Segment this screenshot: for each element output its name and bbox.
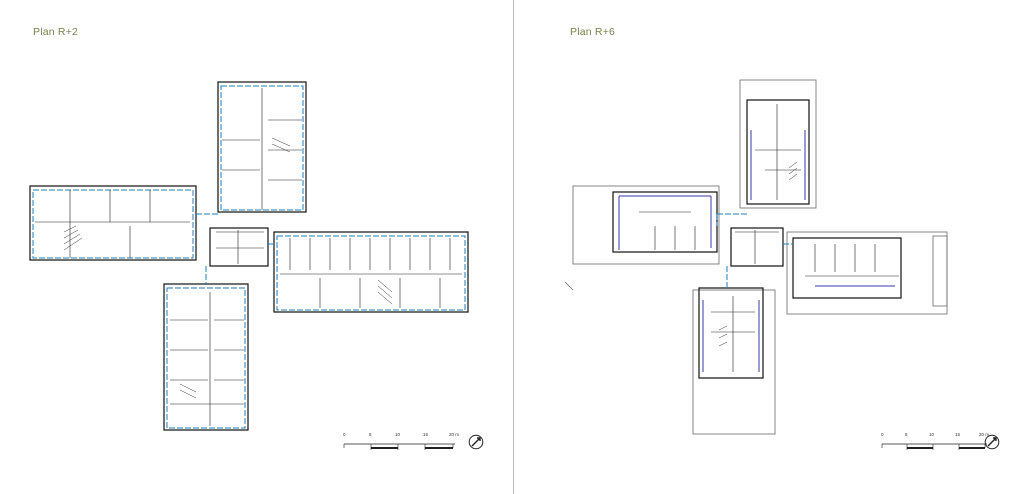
- core-block: [730, 227, 784, 267]
- scale-label: 15: [955, 432, 961, 437]
- scale-label: 20 m: [449, 432, 460, 437]
- scale-label: 0: [881, 432, 884, 437]
- scale-bar: 0 5 10 15 20 m: [881, 432, 1011, 454]
- north-arrow-icon: [468, 434, 484, 450]
- floor-plan-r6: [564, 79, 948, 435]
- center-core: [209, 227, 269, 267]
- panel-divider: [513, 0, 514, 494]
- scale-label: 0: [343, 432, 346, 437]
- scale-label: 5: [369, 432, 372, 437]
- north-wing: [217, 81, 307, 213]
- scale-label: 10: [929, 432, 935, 437]
- east-wing: [273, 231, 469, 313]
- west-wing: [29, 185, 197, 261]
- plan-panel-r6: Plan R+6: [515, 0, 1024, 494]
- east-block: [792, 237, 902, 299]
- south-block: [698, 287, 764, 379]
- west-block: [612, 191, 718, 253]
- plan-panel-r2: Plan R+2: [29, 26, 484, 454]
- plan-title: Plan R+6: [570, 26, 616, 38]
- south-wing: [163, 283, 249, 431]
- plan-title: Plan R+2: [33, 26, 79, 38]
- floor-plan-r2: [29, 81, 469, 431]
- north-arrow-icon: [984, 434, 1000, 450]
- scale-label: 5: [905, 432, 908, 437]
- scale-label: 10: [395, 432, 401, 437]
- scale-bar: 0 5 10 15 20 m: [343, 432, 473, 454]
- north-block: [746, 99, 810, 205]
- scale-label: 15: [423, 432, 429, 437]
- scale-label: 20 m: [979, 432, 990, 437]
